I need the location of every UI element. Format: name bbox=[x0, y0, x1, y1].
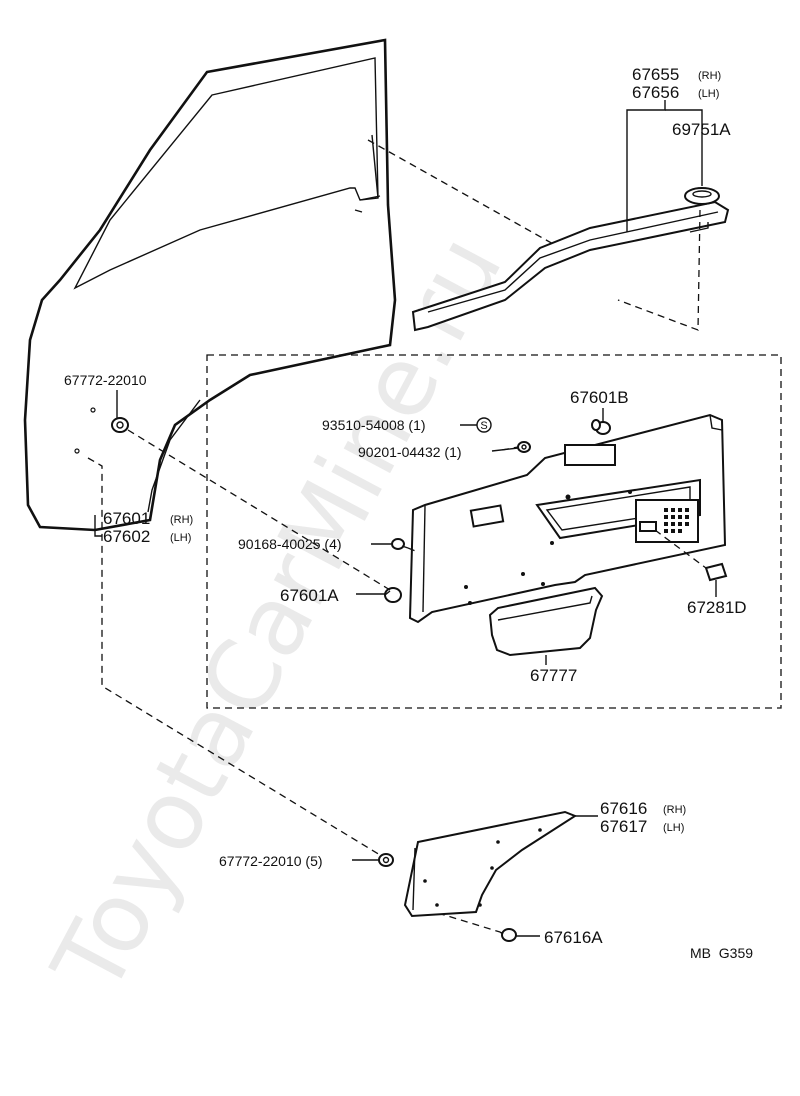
lower-panel-67616 bbox=[403, 810, 578, 918]
clip-69751A bbox=[684, 187, 720, 205]
label-67601-side: (RH) bbox=[170, 514, 193, 526]
knob-67281D bbox=[704, 562, 728, 582]
leader-garnish-to-door bbox=[367, 139, 556, 246]
leader-clip-to-board bbox=[127, 429, 391, 591]
label-67655-side: (RH) bbox=[698, 70, 721, 82]
door-trim-board bbox=[408, 413, 727, 624]
label-67281D: 67281D bbox=[687, 598, 747, 617]
leader-screw-to-board bbox=[407, 547, 419, 553]
leader-garnish-to-clip bbox=[617, 209, 701, 331]
label-90201: 90201-04432 (1) bbox=[358, 444, 462, 460]
diagram-code: MB G359 bbox=[690, 945, 753, 961]
door-outline bbox=[23, 38, 397, 532]
label-67655: 67655 bbox=[632, 65, 679, 84]
armrest-67777 bbox=[488, 586, 604, 657]
label-67617: 67617 bbox=[600, 817, 647, 836]
label-67617-side: (LH) bbox=[663, 822, 684, 834]
label-67772-top: 67772-22010 bbox=[64, 372, 147, 388]
trim-board-group-box bbox=[206, 354, 782, 709]
label-67656-side: (LH) bbox=[698, 88, 719, 100]
leader-hole-to-lower bbox=[87, 457, 386, 859]
switch-grid bbox=[664, 508, 689, 533]
screw-cap-symbol: S bbox=[476, 417, 492, 433]
leader-67601 bbox=[147, 399, 201, 513]
label-67601B: 67601B bbox=[570, 388, 629, 407]
label-67616: 67616 bbox=[600, 799, 647, 818]
label-67616-side: (RH) bbox=[663, 804, 686, 816]
leader-67602 bbox=[94, 515, 102, 537]
label-90168: 90168-40025 (4) bbox=[238, 536, 342, 552]
clip-67772-lower bbox=[378, 853, 394, 867]
label-67772-bottom: 67772-22010 (5) bbox=[219, 853, 323, 869]
label-93510: 93510-54008 (1) bbox=[322, 417, 426, 433]
leader-67655 bbox=[626, 100, 666, 232]
label-67601A: 67601A bbox=[280, 586, 339, 605]
label-67602-side: (LH) bbox=[170, 532, 191, 544]
leader-knob-to-board bbox=[654, 529, 707, 569]
label-69751A: 69751A bbox=[672, 120, 731, 139]
label-67777: 67777 bbox=[530, 666, 577, 685]
clip-67772-upper bbox=[74, 407, 129, 454]
leader-90201 bbox=[491, 447, 519, 452]
label-67602: 67602 bbox=[103, 527, 150, 546]
leader-67655-right bbox=[665, 109, 703, 148]
clip-67616A bbox=[499, 928, 517, 942]
label-67616A: 67616A bbox=[544, 928, 603, 947]
label-67601: 67601 bbox=[103, 509, 150, 528]
clip-67601B bbox=[591, 419, 611, 435]
svg-text:S: S bbox=[480, 420, 487, 432]
nut-90201 bbox=[517, 441, 531, 453]
screw-90168 bbox=[391, 538, 409, 550]
door-garnish-67655 bbox=[411, 200, 730, 332]
clip-67601A bbox=[384, 587, 402, 603]
label-67656: 67656 bbox=[632, 83, 679, 102]
